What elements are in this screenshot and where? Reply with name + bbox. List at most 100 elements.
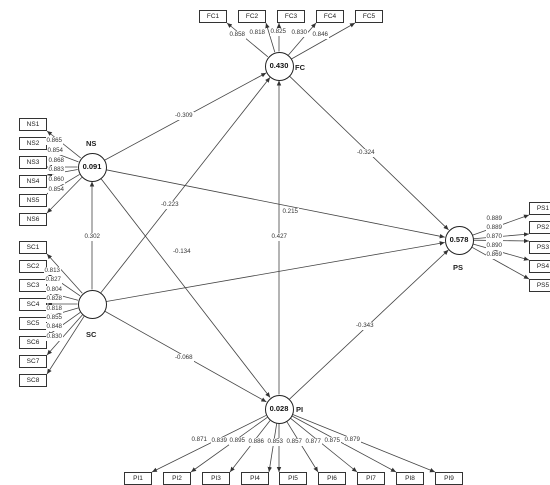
loading-value-sc6: 0.855 xyxy=(45,314,63,322)
loading-arrow-sc7 xyxy=(46,314,83,356)
construct-sc-label: SC xyxy=(86,330,97,339)
loading-value-sc5: 0.818 xyxy=(45,305,63,313)
indicator-ns4: NS4 xyxy=(19,175,47,188)
path-coef-ns-pi: -0.134 xyxy=(172,248,192,256)
loading-value-sc8: 0.830 xyxy=(45,333,63,341)
loading-value-sc3: 0.804 xyxy=(45,286,63,294)
loading-value-pi1: 0.871 xyxy=(190,436,208,444)
indicator-fc4: FC4 xyxy=(316,10,344,23)
indicator-sc8: SC8 xyxy=(19,374,47,387)
loading-value-ns4: 0.883 xyxy=(47,166,65,174)
loading-value-ns6: 0.854 xyxy=(47,186,65,194)
loading-value-ps4: 0.890 xyxy=(485,242,503,250)
loading-value-ps3: 0.870 xyxy=(485,233,503,241)
loading-arrow-fc2 xyxy=(265,22,276,53)
loading-arrow-fc5 xyxy=(291,22,356,60)
indicator-sc3: SC3 xyxy=(19,279,47,292)
loading-value-pi6: 0.857 xyxy=(285,438,303,446)
indicator-pi5: PI5 xyxy=(279,472,307,485)
indicator-ps1: PS1 xyxy=(529,202,550,215)
path-coef-sc-ns: 0.302 xyxy=(83,233,101,241)
indicator-fc5: FC5 xyxy=(355,10,383,23)
indicator-sc7: SC7 xyxy=(19,355,47,368)
path-arrow-ns-pi xyxy=(100,178,271,398)
loading-value-sc2: 0.827 xyxy=(44,276,62,284)
loading-value-pi7: 0.877 xyxy=(304,438,322,446)
indicator-ps2: PS2 xyxy=(529,221,550,234)
indicator-sc6: SC6 xyxy=(19,336,47,349)
loading-value-ps2: 0.889 xyxy=(485,224,503,232)
path-coef-pi-fc: 0.427 xyxy=(270,233,288,241)
loading-arrow-sc8 xyxy=(46,315,85,375)
indicator-pi9: PI9 xyxy=(435,472,463,485)
indicator-sc5: SC5 xyxy=(19,317,47,330)
indicator-fc3: FC3 xyxy=(277,10,305,23)
path-coef-sc-pi: -0.068 xyxy=(174,354,194,362)
indicator-ns3: NS3 xyxy=(19,156,47,169)
path-coef-fc-ps: -0.324 xyxy=(356,149,376,157)
path-coef-ns-fc: -0.309 xyxy=(174,112,194,120)
construct-ps-circle: 0.578 xyxy=(444,225,474,255)
loading-value-fc5: 0.846 xyxy=(311,31,329,39)
loading-value-fc1: 0.858 xyxy=(228,31,246,39)
loading-value-sc1: 0.813 xyxy=(43,267,61,275)
indicator-ns5: NS5 xyxy=(19,194,47,207)
loading-value-ps1: 0.889 xyxy=(485,215,503,223)
loading-value-sc4: 0.828 xyxy=(45,295,63,303)
loading-arrow-ns1 xyxy=(46,130,81,159)
indicator-fc1: FC1 xyxy=(199,10,227,23)
loading-value-ns3: 0.868 xyxy=(47,157,65,165)
indicator-pi7: PI7 xyxy=(357,472,385,485)
loading-arrow-sc1 xyxy=(46,253,83,294)
path-arrow-sc-ps xyxy=(106,241,445,302)
indicator-ps5: PS5 xyxy=(529,279,550,292)
loading-arrow-ns6 xyxy=(46,177,83,214)
loading-value-ns2: 0.854 xyxy=(46,147,64,155)
loading-value-pi3: 0.895 xyxy=(228,437,246,445)
loading-value-pi5: 0.853 xyxy=(266,438,284,446)
loading-arrow-sc6 xyxy=(46,312,81,337)
path-arrow-ns-ps xyxy=(106,169,445,239)
indicator-sc1: SC1 xyxy=(19,241,47,254)
indicator-pi1: PI1 xyxy=(124,472,152,485)
indicator-ns6: NS6 xyxy=(19,213,47,226)
loading-arrow-pi9 xyxy=(292,414,436,473)
indicator-fc2: FC2 xyxy=(238,10,266,23)
loading-value-pi9: 0.879 xyxy=(343,436,361,444)
loading-arrow-pi1 xyxy=(151,415,267,473)
indicator-pi2: PI2 xyxy=(163,472,191,485)
loading-value-fc3: 0.825 xyxy=(269,28,287,36)
construct-ns-circle: 0.091 xyxy=(77,152,107,182)
construct-sc-circle xyxy=(77,289,107,319)
loading-value-sc7: 0.848 xyxy=(45,323,63,331)
indicator-ps4: PS4 xyxy=(529,260,550,273)
indicator-ns1: NS1 xyxy=(19,118,47,131)
loading-value-ps5: 0.869 xyxy=(485,251,503,259)
indicator-sc4: SC4 xyxy=(19,298,47,311)
loading-arrow-pi6 xyxy=(286,421,319,473)
loading-arrow-fc4 xyxy=(288,22,317,56)
construct-pi-label: PI xyxy=(296,405,304,414)
construct-fc-circle: 0.430 xyxy=(264,51,294,81)
loading-value-pi2: 0.839 xyxy=(210,437,228,445)
loading-arrow-fc1 xyxy=(226,22,269,58)
indicator-pi6: PI6 xyxy=(318,472,346,485)
indicator-pi8: PI8 xyxy=(396,472,424,485)
indicator-ns2: NS2 xyxy=(19,137,47,150)
path-coef-pi-ps: -0.343 xyxy=(355,322,375,330)
loading-value-pi8: 0.875 xyxy=(323,437,341,445)
loading-value-fc4: 0.830 xyxy=(290,29,308,37)
construct-pi-circle: 0.028 xyxy=(264,394,294,424)
indicator-sc2: SC2 xyxy=(19,260,47,273)
construct-ns-label: NS xyxy=(86,139,97,148)
loading-arrow-pi3 xyxy=(229,420,271,473)
loading-value-ns5: 0.860 xyxy=(47,176,65,184)
indicator-pi3: PI3 xyxy=(202,472,230,485)
path-arrow-sc-fc xyxy=(100,77,271,293)
construct-fc-label: FC xyxy=(295,63,305,72)
loading-arrow-pi4 xyxy=(267,423,278,473)
loading-value-fc2: 0.818 xyxy=(248,29,266,37)
construct-ps-label: PS xyxy=(453,263,464,272)
path-coef-sc-fc: -0.223 xyxy=(160,201,180,209)
loading-value-ns1: 0.865 xyxy=(45,137,63,145)
